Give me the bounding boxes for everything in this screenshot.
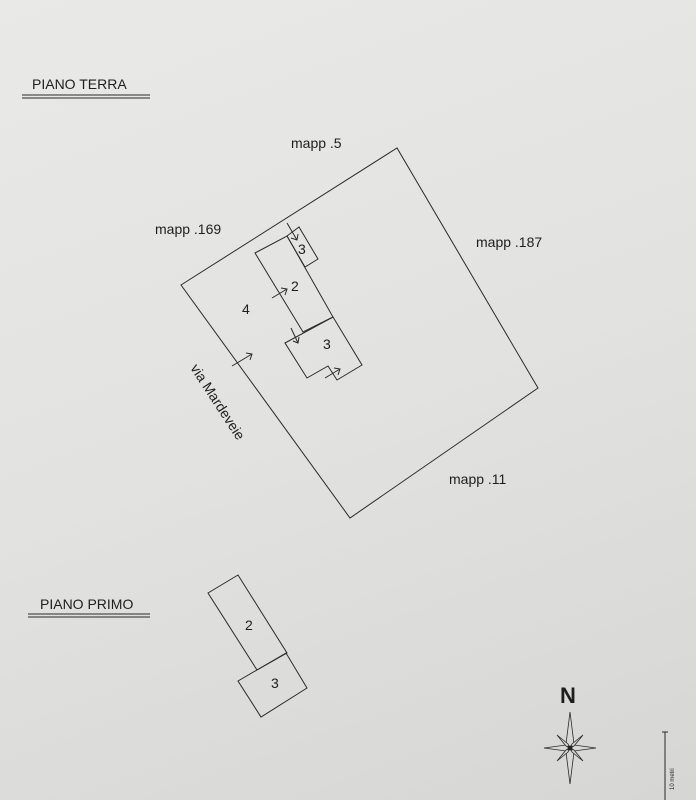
street-label: via Mardeveie <box>187 361 248 443</box>
ground-floor-title: PIANO TERRA <box>32 76 127 92</box>
unit-label: 4 <box>242 301 250 317</box>
neighbor-north: mapp .5 <box>291 135 342 151</box>
unit-label: 2 <box>245 617 253 633</box>
unit-label: 2 <box>291 278 299 294</box>
neighbor-east: mapp .187 <box>476 234 542 250</box>
entrance-arrows <box>231 222 341 379</box>
first-floor-unit-2 <box>207 574 288 671</box>
unit-3-bottom <box>284 316 363 381</box>
lot-boundary <box>180 147 539 519</box>
unit-label: 3 <box>271 675 279 691</box>
first-floor-unit-3 <box>237 652 308 718</box>
scale-label: 10 metri <box>670 768 676 790</box>
compass-rose-icon <box>543 711 597 785</box>
first-floor-title: PIANO PRIMO <box>40 596 133 612</box>
compass-north-label: N <box>560 683 576 708</box>
neighbor-west: mapp .169 <box>155 221 221 237</box>
unit-label: 3 <box>298 241 306 257</box>
unit-label: 3 <box>323 336 331 352</box>
neighbor-south: mapp .11 <box>449 471 507 487</box>
